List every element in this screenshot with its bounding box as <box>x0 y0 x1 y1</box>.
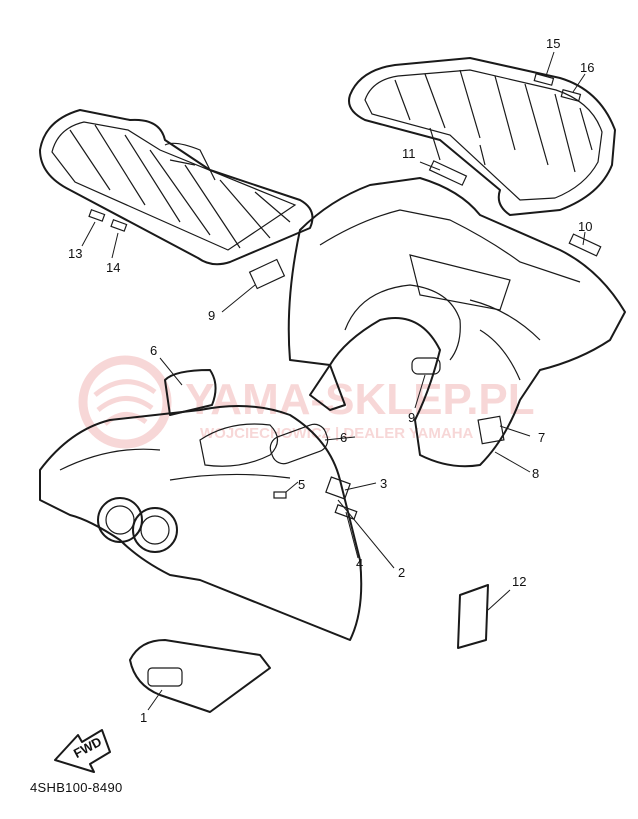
fwd-arrow: FWD <box>54 729 111 773</box>
leader-lines <box>81 51 586 711</box>
rear-carrier-rack <box>348 57 616 216</box>
callout-13: 13 <box>68 246 82 261</box>
callout-4: 4 <box>356 556 363 571</box>
front-fender <box>39 369 363 641</box>
callout-16: 16 <box>580 60 594 75</box>
callout-8: 8 <box>532 466 539 481</box>
callout-3: 3 <box>380 476 387 491</box>
label-sheet <box>457 584 489 649</box>
callout-11: 11 <box>402 146 416 161</box>
callouts: 1 2 3 4 5 6 6 7 8 9 9 10 11 12 13 14 15 … <box>68 36 594 725</box>
callout-10: 10 <box>578 219 592 234</box>
callout-2: 2 <box>398 565 405 580</box>
diagram-code: 4SHB100-8490 <box>30 780 123 795</box>
watermark-main-text: YAMA-SKLEP.PL <box>185 375 535 424</box>
callout-9-left: 9 <box>208 308 215 323</box>
callout-6-front: 6 <box>150 343 157 358</box>
fwd-arrow-icon <box>54 729 111 773</box>
callout-12: 12 <box>512 574 526 589</box>
rear-fender <box>248 160 626 468</box>
watermark-logo-icon <box>78 355 172 449</box>
callout-7: 7 <box>538 430 545 445</box>
callout-1: 1 <box>140 710 147 725</box>
callout-6-fender: 6 <box>340 430 347 445</box>
lower-panel <box>129 639 271 713</box>
front-carrier-rack <box>39 109 314 266</box>
watermark-sub-text: WOJCIECHOWICZ | DEALER YAMAHA <box>200 425 474 442</box>
callout-5: 5 <box>298 477 305 492</box>
callout-14: 14 <box>106 260 120 275</box>
callout-9-right: 9 <box>408 410 415 425</box>
watermark: YAMA-SKLEP.PL WOJCIECHOWICZ | DEALER YAM… <box>78 355 535 449</box>
callout-15: 15 <box>546 36 560 51</box>
